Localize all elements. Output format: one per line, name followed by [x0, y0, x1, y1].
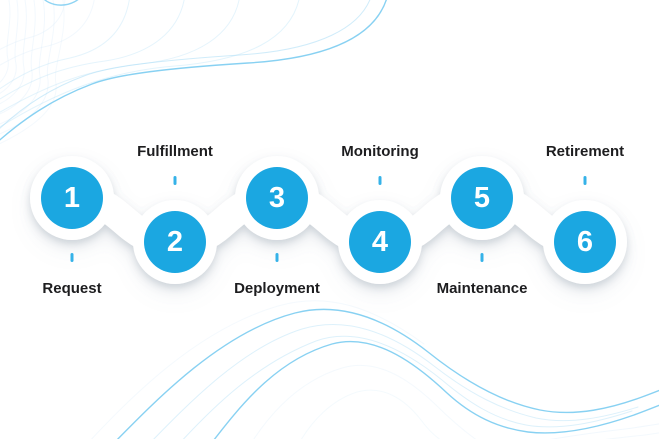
step-maintenance-tick-mark: [480, 253, 484, 262]
step-retirement: 6 Retirement: [525, 0, 645, 439]
step-number: 2: [166, 225, 184, 258]
step-request-tick-mark: [70, 253, 74, 262]
step-fulfillment-circle: 2: [144, 211, 206, 273]
step-monitoring-label: Monitoring: [341, 143, 419, 160]
topleft-contour-group: [0, 0, 387, 145]
step-deployment-tick-mark: [275, 253, 279, 262]
step-monitoring-tick-mark: [378, 176, 382, 185]
step-deployment-circle: 3: [246, 167, 308, 229]
step-number: 4: [371, 225, 389, 258]
bottom-contour-group: [90, 300, 659, 439]
step-deployment: 3 Deployment: [217, 0, 337, 439]
step-number: 5: [473, 181, 491, 214]
step-request-circle: 1: [41, 167, 103, 229]
step-maintenance: 5 Maintenance: [422, 0, 542, 439]
step-maintenance-label: Maintenance: [436, 280, 528, 297]
step-monitoring: 4 Monitoring: [320, 0, 440, 439]
step-number: 1: [63, 181, 81, 214]
step-monitoring-circle: 4: [349, 211, 411, 273]
step-fulfillment: 2 Fulfillment: [115, 0, 235, 439]
step-fulfillment-label: Fulfillment: [137, 143, 213, 160]
step-request: 1 Request: [12, 0, 132, 439]
step-deployment-label: Deployment: [234, 280, 320, 297]
step-request-label: Request: [42, 280, 102, 297]
step-retirement-tick-mark: [583, 176, 587, 185]
step-retirement-label: Retirement: [545, 143, 625, 160]
step-maintenance-circle: 5: [451, 167, 513, 229]
step-retirement-circle: 6: [554, 211, 616, 273]
step-number: 6: [576, 225, 594, 258]
step-fulfillment-tick-mark: [173, 176, 177, 185]
step-number: 3: [268, 181, 286, 214]
